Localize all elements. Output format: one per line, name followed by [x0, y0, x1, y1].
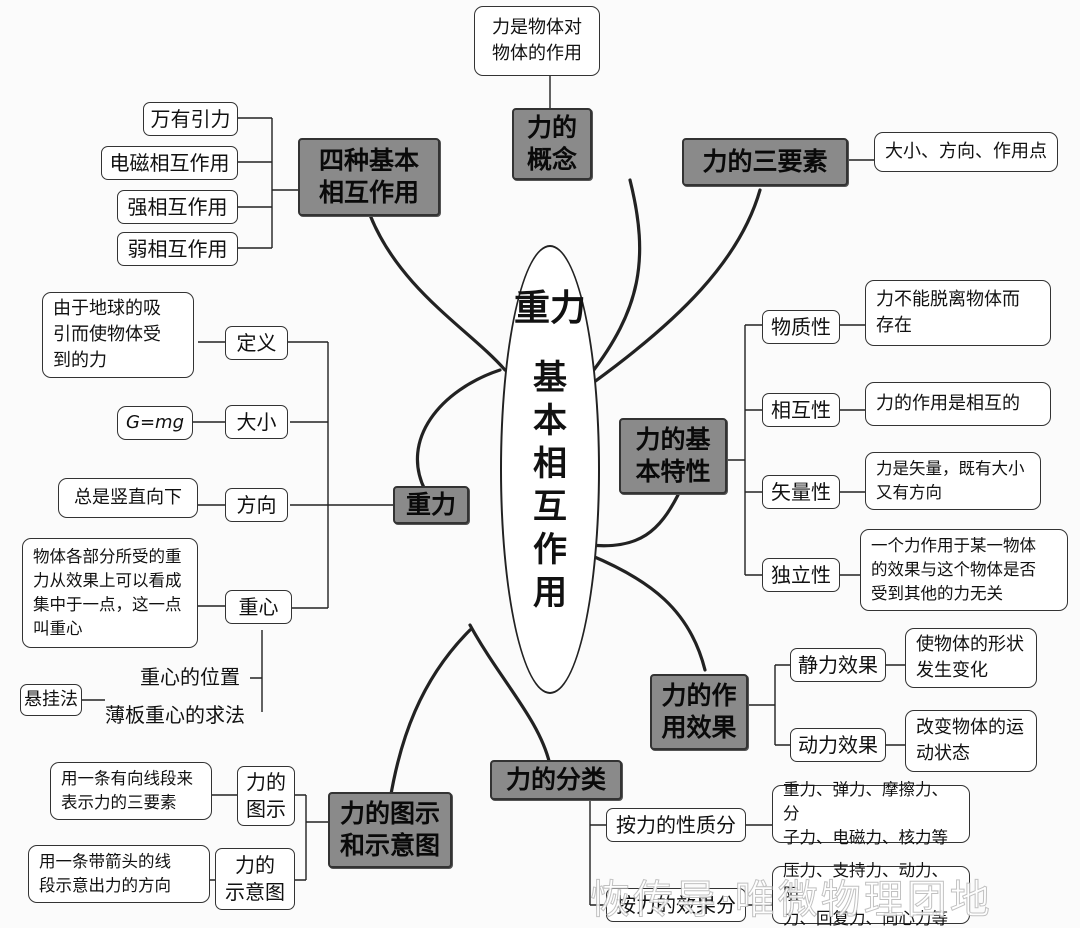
interaction-weak: 弱相互作用	[117, 232, 238, 266]
classification-title: 力的分类	[490, 760, 622, 800]
effect-dynamic-leaf: 改变物体的运 动状态	[905, 710, 1037, 772]
suspension-method: 悬挂法	[20, 684, 82, 716]
force-diagram-label: 力的 图示	[237, 766, 295, 826]
feature-mutual-leaf: 力的作用是相互的	[865, 382, 1051, 426]
branch-line-three-elements	[588, 188, 762, 387]
center-title-interaction: 基 本 相 互 作 用	[533, 358, 567, 613]
feature-material-leaf: 力不能脱离物体而 存在	[865, 280, 1051, 346]
feature-vector-label: 矢量性	[762, 475, 840, 509]
gravity-magnitude-label: 大小	[225, 405, 288, 439]
feature-independent-leaf: 一个力作用于某一物体 的效果与这个物体是否 受到其他的力无关	[860, 529, 1068, 611]
effect-static-leaf: 使物体的形状 发生变化	[905, 628, 1037, 688]
concept-definition: 力是物体对 物体的作用	[474, 6, 600, 76]
center-topic: 重力 基 本 相 互 作 用	[500, 245, 600, 694]
effects-title: 力的作 用效果	[650, 674, 748, 750]
gravity-direction-label: 方向	[225, 488, 288, 522]
three-elements-title: 力的三要素	[682, 138, 848, 186]
diagram-title: 力的图示 和示意图	[328, 792, 452, 868]
branch-line-effects	[588, 553, 707, 672]
classification-by-nature-leaf: 重力、弹力、摩擦力、分 子力、电磁力、核力等	[772, 780, 970, 847]
gravity-definition-leaf: 由于地球的吸 引而使物体受 到的力	[42, 292, 194, 378]
four-interactions-title: 四种基本 相互作用	[298, 138, 440, 216]
branch-line-gravity	[415, 368, 502, 492]
gravity-definition-label: 定义	[225, 326, 288, 360]
feature-mutual-label: 相互性	[762, 393, 840, 427]
interaction-strong: 强相互作用	[117, 190, 238, 224]
features-title: 力的基 本特性	[619, 418, 727, 494]
force-sketch-label: 力的 示意图	[215, 848, 295, 910]
interaction-electromagnetic: 电磁相互作用	[101, 146, 238, 180]
concept-title: 力的 概念	[512, 108, 592, 180]
feature-independent-label: 独立性	[762, 558, 840, 592]
watermark: 恢传导·唯微物理团地	[590, 877, 993, 924]
gravity-formula: G=mg	[117, 406, 193, 440]
effect-static-label: 静力效果	[790, 648, 886, 682]
center-title-gravity: 重力	[513, 287, 586, 329]
branch-line-concept	[588, 178, 642, 377]
branch-line-four-interactions	[368, 213, 507, 372]
branch-line-classification	[468, 623, 552, 767]
gravity-direction-leaf: 总是竖直向下	[58, 478, 198, 518]
gravity-title: 重力	[393, 486, 469, 524]
force-diagram-leaf: 用一条有向线段来 表示力的三要素	[50, 762, 212, 820]
three-elements-leaf: 大小、方向、作用点	[874, 132, 1058, 172]
branch-line-features	[588, 493, 680, 548]
classification-by-nature-label: 按力的性质分	[606, 808, 746, 842]
classification-by-effect-label: 按力的效果分	[606, 888, 746, 922]
branch-line-diagram	[388, 628, 472, 802]
force-sketch-leaf: 用一条带箭头的线 段示意出力的方向	[28, 845, 210, 903]
feature-material-label: 物质性	[762, 310, 840, 344]
gravity-center-leaf: 物体各部分所受的重 力从效果上可以看成 集中于一点，这一点 叫重心	[22, 538, 198, 648]
center-of-gravity-position: 重心的位置	[140, 665, 240, 689]
gravity-center-label: 重心	[225, 590, 292, 624]
interaction-gravitation: 万有引力	[143, 102, 238, 136]
plate-center-method-label: 薄板重心的求法	[105, 703, 245, 727]
feature-vector-leaf: 力是矢量，既有大小 又有方向	[865, 452, 1041, 510]
effect-dynamic-label: 动力效果	[790, 728, 886, 762]
classification-by-effect-leaf: 压力、支持力、动力、阻 力、回复力、向心力等	[772, 861, 970, 928]
